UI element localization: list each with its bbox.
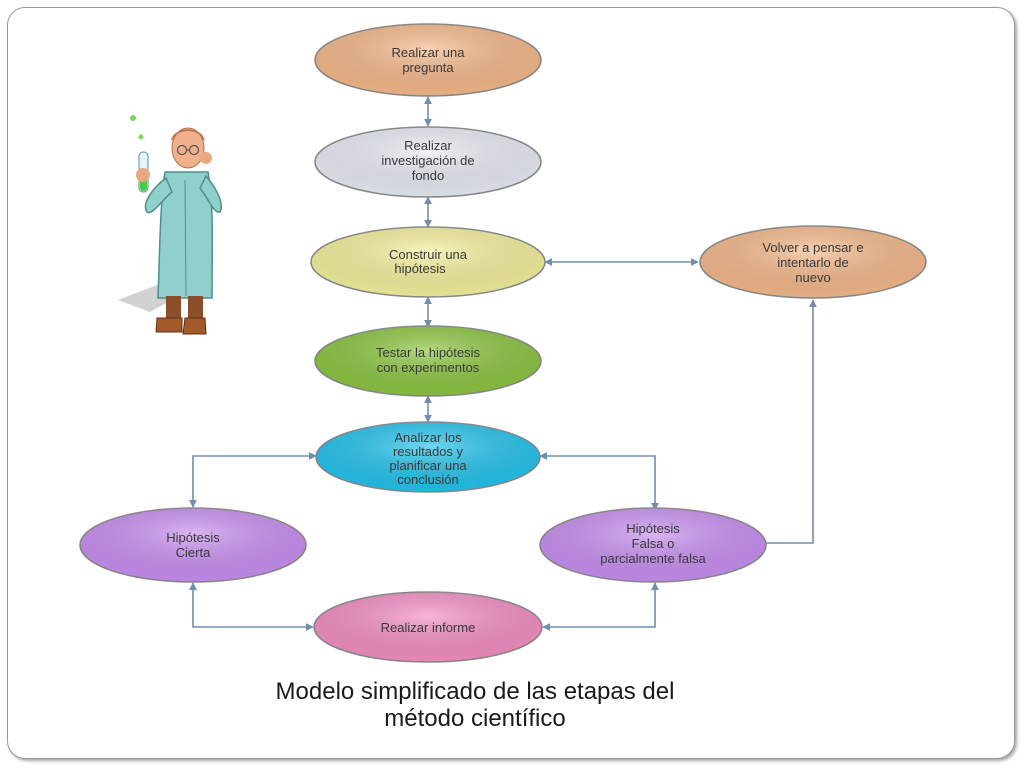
node-testar-line-1: Testar la hipótesis xyxy=(376,345,481,360)
node-hipotesis-line-2: hipótesis xyxy=(394,261,446,276)
caption-line-2: método científico xyxy=(384,705,566,732)
svg-text:Realizar informe: Realizar informe xyxy=(381,620,476,635)
node-volver-line-2: intentarlo de xyxy=(777,255,849,270)
node-cierta-line-1: Hipótesis xyxy=(166,530,220,545)
node-hipotesis-line-1: Construir una xyxy=(389,247,468,262)
diagram-caption: Modelo simplificado de las etapas del mé… xyxy=(150,678,800,732)
node-analizar-line-2: resultados y xyxy=(393,444,464,459)
node-informe-line-1: Realizar informe xyxy=(381,620,476,635)
node-analizar-line-4: conclusión xyxy=(397,472,458,487)
node-analizar-line-3: planificar una xyxy=(389,458,467,473)
connectors xyxy=(189,96,817,631)
node-pregunta-line-1: Realizar una xyxy=(392,45,466,60)
arrow-cierta-informe xyxy=(189,582,314,631)
node-investigacion-line-3: fondo xyxy=(412,168,445,183)
node-informe: Realizar informe xyxy=(313,591,543,663)
arrow-analizar-cierta xyxy=(189,452,317,508)
node-falsa-line-1: Hipótesis xyxy=(626,521,680,536)
arrow-informe-falsa xyxy=(542,582,659,631)
caption-line-1: Modelo simplificado de las etapas del xyxy=(275,678,675,705)
node-falsa-line-2: Falsa o xyxy=(632,536,675,551)
node-investigacion-line-2: investigación de xyxy=(381,153,474,168)
scientist-holding-test-tube-icon xyxy=(118,115,222,335)
node-falsa-line-3: parcialmente falsa xyxy=(600,551,706,566)
node-testar-line-2: con experimentos xyxy=(377,360,480,375)
node-volver-line-1: Volver a pensar e xyxy=(762,240,863,255)
arrow-falsa-volver xyxy=(766,299,817,544)
node-analizar-line-1: Analizar los xyxy=(394,430,462,445)
node-investigacion-line-1: Realizar xyxy=(404,138,452,153)
node-pregunta-line-2: pregunta xyxy=(402,60,454,75)
node-volver-line-3: nuevo xyxy=(795,270,830,285)
node-cierta-line-2: Cierta xyxy=(176,545,211,560)
arrow-analizar-falsa xyxy=(539,452,659,511)
